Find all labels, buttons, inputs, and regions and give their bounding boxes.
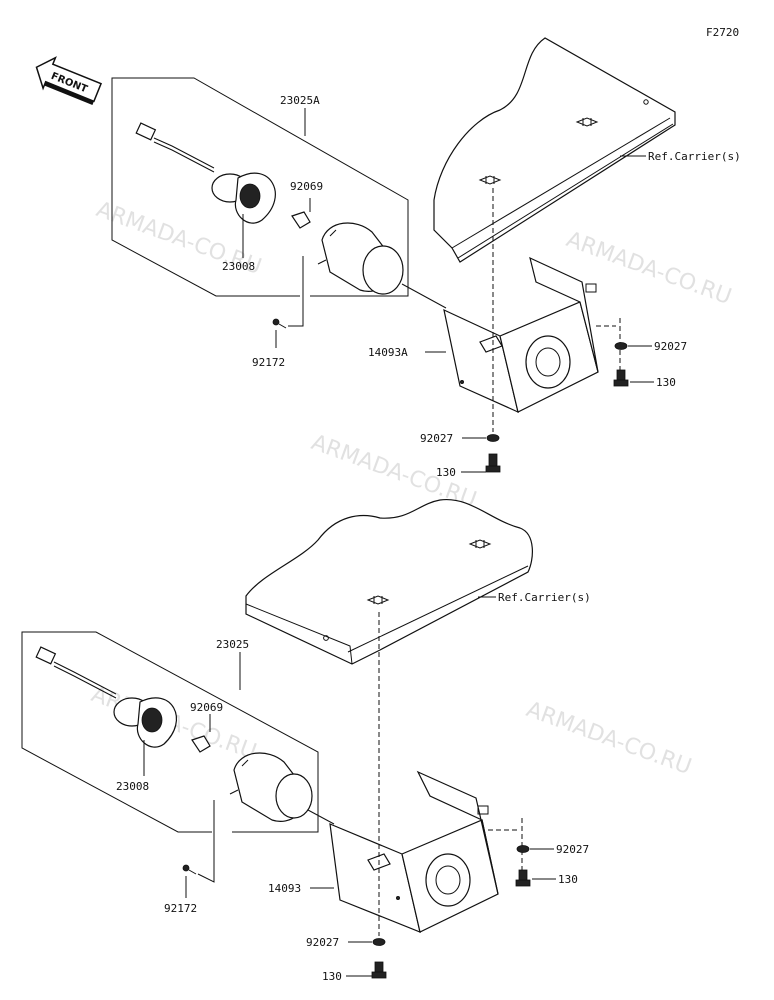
bolt-right-label: 130: [558, 873, 578, 886]
upper-assembly: Ref.Carrier(s) 23025A 23008 92069: [111, 37, 741, 479]
clip-nut-icon: [575, 117, 599, 127]
bulb-socket-icon: [113, 697, 177, 748]
bolt-icon: [613, 369, 629, 387]
lamp-bracket-lower: [329, 770, 499, 933]
screw-icon: [272, 318, 287, 329]
washer-icon: [614, 342, 628, 350]
washer-right-label: 92027: [654, 340, 687, 353]
bolt-icon: [485, 453, 501, 473]
wire-connector-icon: [135, 122, 215, 173]
washer-bottom-label: 92027: [420, 432, 453, 445]
bulb-icon: [191, 735, 211, 753]
screw-label: 92172: [252, 356, 285, 369]
screw-label: 92172: [164, 902, 197, 915]
clip-nut-icon: [366, 595, 390, 605]
washer-icon: [372, 938, 386, 946]
watermark-text: ARMADA-CO.RU: [563, 227, 735, 310]
bolt-bottom-label: 130: [322, 970, 342, 983]
socket-label: 23008: [116, 780, 149, 793]
lamp-bracket-upper: [443, 256, 599, 414]
bracket-label: 14093A: [368, 346, 408, 359]
bolt-right-label: 130: [656, 376, 676, 389]
clip-nut-icon: [478, 175, 502, 185]
carrier-ref-label: Ref.Carrier(s): [498, 591, 591, 604]
watermark-text: ARMADA-CO.RU: [523, 697, 695, 780]
bulb-label: 92069: [290, 180, 323, 193]
carrier-plate-lower: [245, 498, 533, 665]
bolt-icon: [371, 961, 387, 979]
front-arrow-icon: FRONT: [35, 56, 103, 105]
carrier-ref-label: Ref.Carrier(s): [648, 150, 741, 163]
screw-icon: [182, 864, 197, 875]
headlight-assy-label: 23025A: [280, 94, 320, 107]
washer-icon: [486, 434, 500, 442]
washer-bottom-label: 92027: [306, 936, 339, 949]
bulb-label: 92069: [190, 701, 223, 714]
diagram-code: F2720: [706, 26, 739, 39]
bolt-icon: [515, 869, 531, 887]
carrier-plate-upper: [433, 37, 676, 263]
washer-right-label: 92027: [556, 843, 589, 856]
bracket-label: 14093: [268, 882, 301, 895]
bulb-socket-icon: [211, 172, 276, 224]
bulb-icon: [291, 211, 311, 229]
clip-nut-icon: [468, 539, 492, 549]
washer-icon: [516, 845, 530, 853]
headlight-housing-icon: [317, 222, 404, 295]
lower-assembly: Ref.Carrier(s) 23025 23008 92069: [21, 498, 591, 983]
wire-connector-icon: [35, 646, 117, 699]
headlight-assy-label: 23025: [216, 638, 249, 651]
socket-label: 23008: [222, 260, 255, 273]
headlight-housing-icon: [229, 752, 313, 822]
bolt-bottom-label: 130: [436, 466, 456, 479]
